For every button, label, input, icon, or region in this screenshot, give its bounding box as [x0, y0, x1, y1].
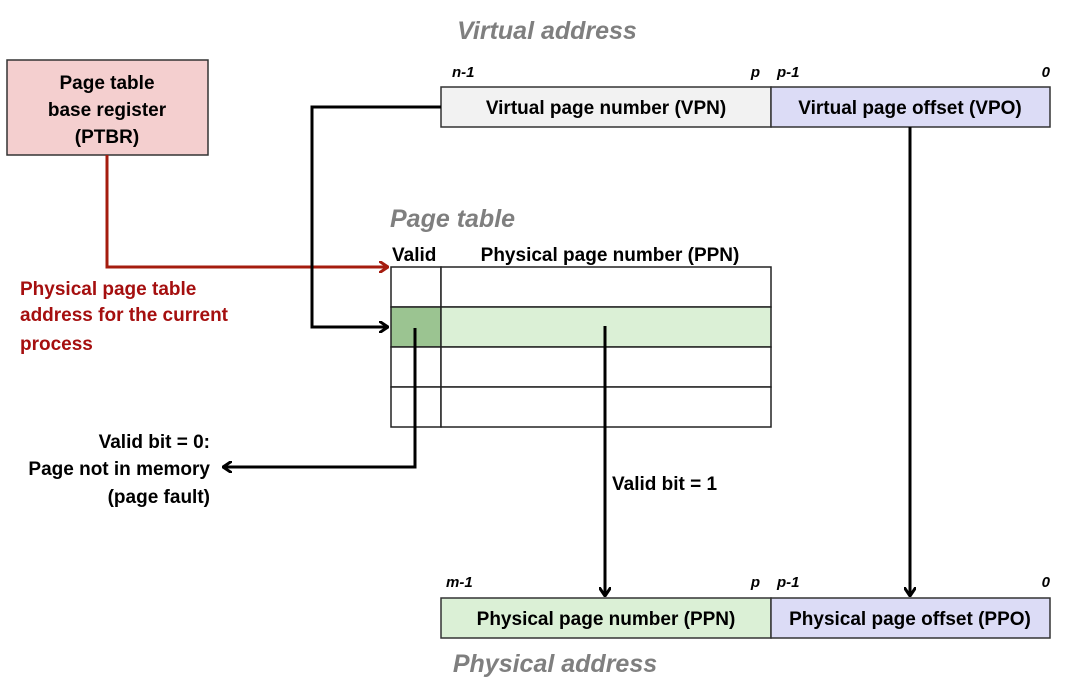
- valid0-line-2: Page not in memory: [28, 459, 210, 480]
- valid0-line-1: Valid bit = 0:: [99, 432, 210, 453]
- vpo-label: Virtual page offset (VPO): [798, 98, 1021, 119]
- ptbr-line-3: (PTBR): [75, 127, 139, 148]
- pa-bit-p-minus-1: p-1: [776, 574, 800, 591]
- valid0-arrow: [224, 328, 417, 467]
- ppn-label: Physical page number (PPN): [477, 609, 736, 630]
- pa-bit-p: p: [750, 574, 760, 591]
- valid0-line-3: (page fault): [108, 487, 210, 508]
- ptbr-line-1: Page table: [59, 73, 154, 94]
- pt-row-1-highlighted: [390, 306, 772, 348]
- vpo-field: Virtual page offset (VPO): [770, 86, 1051, 128]
- va-bit-high: n-1: [452, 64, 475, 81]
- vpn-label: Virtual page number (VPN): [486, 98, 726, 119]
- ptbr-line-2: base register: [48, 100, 167, 121]
- pa-bit-low: 0: [1042, 574, 1051, 591]
- pt-row-3: [390, 386, 772, 428]
- pa-bit-high: m-1: [446, 574, 473, 591]
- ptbr-to-page-table-arrow: [105, 155, 387, 267]
- ptbr-note-line-3: process: [20, 334, 93, 355]
- pt-row-0: [390, 266, 772, 308]
- ppn-field: Physical page number (PPN): [440, 597, 772, 639]
- valid1-label: Valid bit = 1: [612, 474, 717, 495]
- vpn-index-arrow: [310, 105, 441, 327]
- ptbr-note-line-2: address for the current: [20, 305, 229, 326]
- va-bit-p-minus-1: p-1: [776, 64, 800, 81]
- va-bit-low: 0: [1042, 64, 1051, 81]
- pt-col-valid: Valid: [392, 245, 436, 266]
- virtual-address-title: Virtual address: [457, 17, 637, 45]
- ppo-field: Physical page offset (PPO): [770, 597, 1051, 639]
- ptbr-note-line-1: Physical page table: [20, 279, 196, 300]
- ptbr-box: Page table base register (PTBR): [6, 59, 209, 156]
- pt-col-ppn: Physical page number (PPN): [481, 245, 740, 266]
- vpn-field: Virtual page number (VPN): [440, 86, 772, 128]
- page-table-title: Page table: [390, 205, 515, 233]
- pt-row-2: [390, 346, 772, 388]
- ppo-label: Physical page offset (PPO): [789, 609, 1031, 630]
- physical-address-title: Physical address: [453, 650, 657, 678]
- page-table: [390, 266, 772, 428]
- va-bit-p: p: [750, 64, 760, 81]
